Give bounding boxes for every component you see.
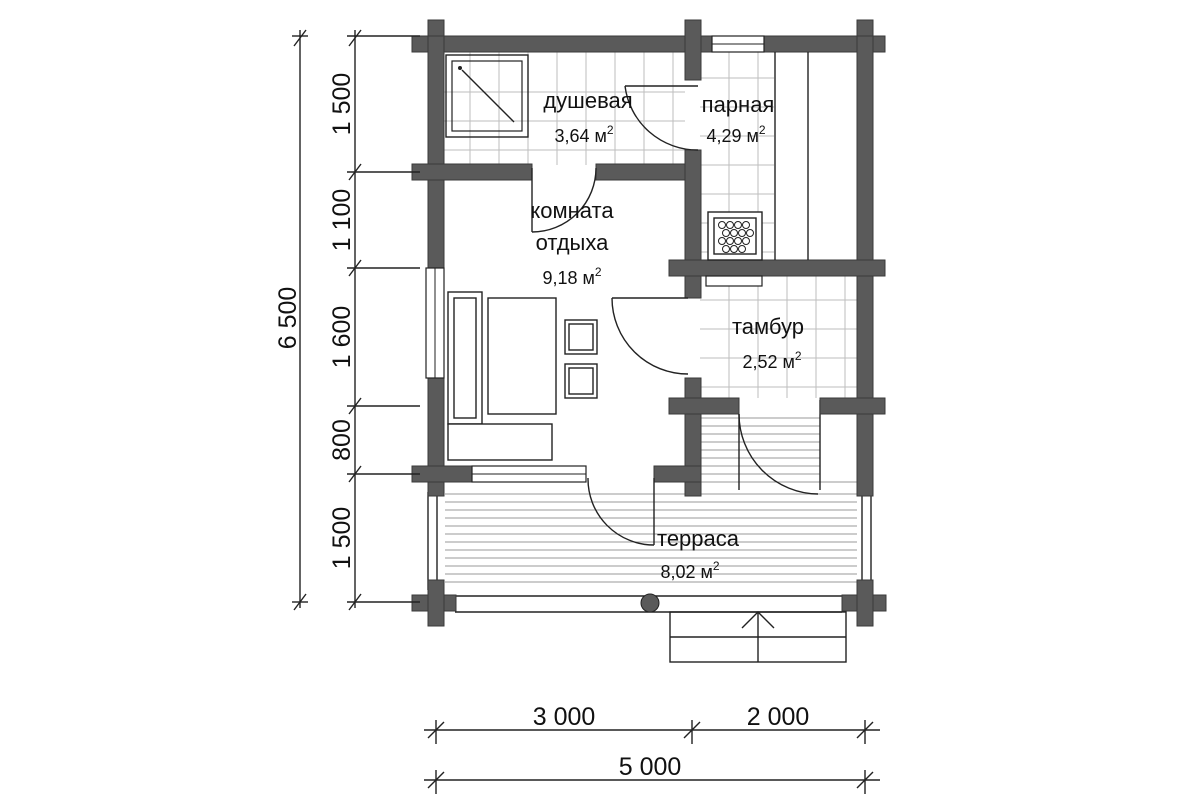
doors [531, 85, 819, 546]
dimension-left-segment-2: 1 100 [328, 189, 356, 252]
terrace-column [640, 593, 660, 613]
shower-area-unit-sup: 2 [607, 123, 614, 137]
room-label-vestibule: тамбур 2,52 м2 [732, 314, 804, 372]
room-label-shower: душевая 3,64 м2 [543, 88, 632, 146]
svg-text:2,52 м2: 2,52 м2 [742, 349, 801, 372]
room-label-rest: комната отдыха 9,18 м2 [530, 198, 614, 288]
stove-icon [705, 211, 763, 287]
dimension-bottom-segment-2: 2 000 [747, 703, 810, 731]
walls [411, 19, 887, 627]
svg-text:8,02 м2: 8,02 м2 [660, 559, 719, 582]
dimension-left-segment-3: 1 600 [328, 306, 356, 369]
dimension-left-segment-4: 800 [328, 419, 356, 461]
vestibule-name: тамбур [732, 314, 804, 339]
svg-text:9,18 м2: 9,18 м2 [542, 265, 601, 288]
steam-room-area-unit-sup: 2 [759, 123, 766, 137]
dimension-bottom-total: 5 000 [619, 753, 682, 781]
svg-text:3,64 м2: 3,64 м2 [554, 123, 613, 146]
dimension-bottom-segment-1: 3 000 [533, 703, 596, 731]
entrance-steps [669, 611, 847, 663]
rest-room-furniture [447, 291, 598, 461]
dimension-left-total: 6 500 [274, 287, 302, 350]
vestibule-area: 2,52 м [742, 352, 794, 372]
terrace-area-unit-sup: 2 [713, 559, 720, 573]
left-dimension-lines [292, 29, 420, 611]
terrace-area: 8,02 м [660, 562, 712, 582]
dimension-left-segment-5: 1 500 [328, 507, 356, 570]
dimension-left-segment-1: 1 500 [328, 73, 356, 136]
terrace-name: терраса [657, 526, 740, 551]
terrace-decking [445, 417, 857, 583]
room-label-steam: парная 4,29 м2 [702, 92, 775, 146]
rest-room-name-line1: комната [530, 198, 614, 223]
steam-room-name: парная [702, 92, 775, 117]
rest-room-name-line2: отдыха [536, 230, 610, 255]
rest-room-area-unit-sup: 2 [595, 265, 602, 279]
shower-tray [445, 54, 529, 138]
room-label-terrace: терраса 8,02 м2 [657, 526, 740, 582]
vestibule-tile-grid [700, 276, 857, 398]
vestibule-area-unit-sup: 2 [795, 349, 802, 363]
svg-text:4,29 м2: 4,29 м2 [706, 123, 765, 146]
shower-name: душевая [543, 88, 632, 113]
bottom-dimension-lines [424, 720, 880, 794]
rest-room-area: 9,18 м [542, 268, 594, 288]
steam-room-area: 4,29 м [706, 126, 758, 146]
steam-room-benches [774, 52, 809, 260]
shower-area: 3,64 м [554, 126, 606, 146]
